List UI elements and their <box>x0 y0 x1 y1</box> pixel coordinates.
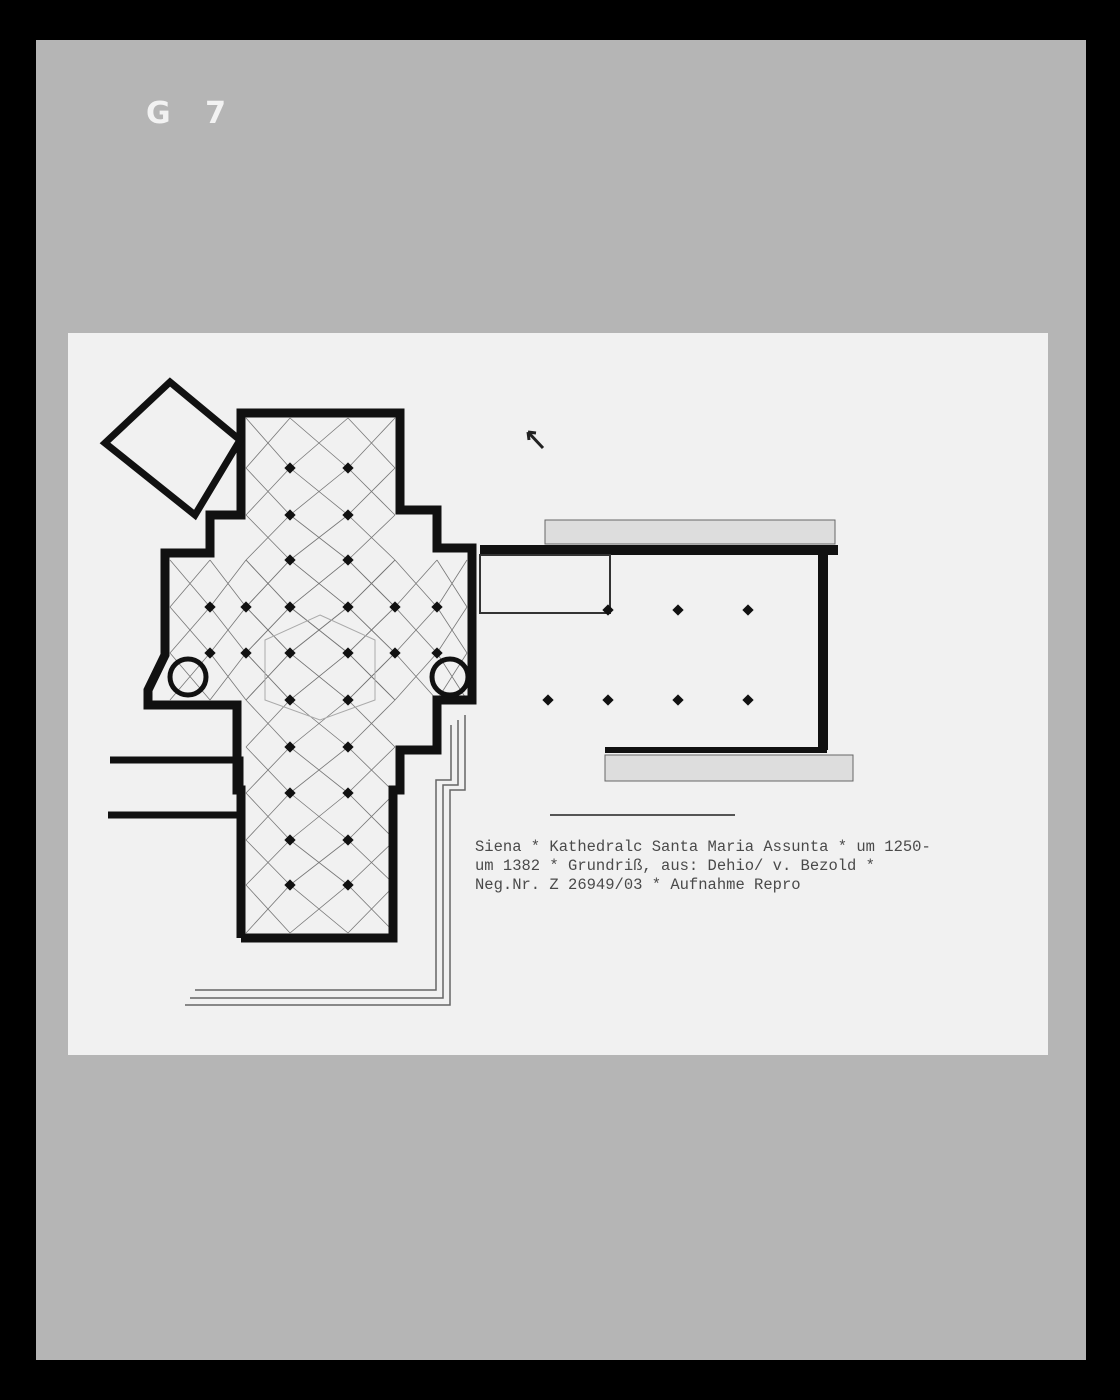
vault-rib <box>436 606 468 654</box>
vault-rib <box>209 559 247 608</box>
pier <box>389 647 401 659</box>
sacristy-walls <box>99 377 245 819</box>
pier <box>284 509 296 521</box>
vault-rib <box>289 417 349 469</box>
vault-rib <box>289 559 349 608</box>
vault-rib <box>347 606 396 654</box>
vault-rib <box>289 792 349 841</box>
pier <box>284 834 296 846</box>
pier <box>389 601 401 613</box>
pier <box>342 647 354 659</box>
board-label: G 7 <box>146 96 238 131</box>
vault-rib <box>209 606 247 654</box>
vault-rib <box>347 559 396 608</box>
pier <box>204 647 216 659</box>
vault-rib <box>245 792 291 841</box>
pier <box>742 604 754 616</box>
vault-rib <box>289 839 349 886</box>
pier <box>284 787 296 799</box>
pier <box>342 787 354 799</box>
new-cathedral-walls <box>479 519 854 782</box>
pier <box>240 647 252 659</box>
vault-rib <box>245 884 291 934</box>
stair-tower <box>167 656 209 698</box>
pier <box>342 462 354 474</box>
pier <box>602 604 614 616</box>
vault-rib <box>347 467 396 516</box>
vault-rib <box>169 559 211 608</box>
vault-rib <box>289 467 349 516</box>
vault-rib <box>394 606 438 654</box>
pier <box>542 694 554 706</box>
north-arrow-icon <box>526 430 545 450</box>
pier <box>284 741 296 753</box>
vault-rib <box>347 884 396 934</box>
pier <box>342 601 354 613</box>
steps <box>185 715 466 1006</box>
hexagonal-crossing <box>264 614 376 721</box>
vault-rib <box>289 746 349 794</box>
vault-rib <box>347 792 396 841</box>
pier <box>342 834 354 846</box>
vault-rib <box>347 839 396 886</box>
pier <box>204 601 216 613</box>
pier <box>342 741 354 753</box>
stair-tower <box>429 656 471 698</box>
pier <box>672 604 684 616</box>
pier <box>431 601 443 613</box>
vault-rib <box>245 652 291 701</box>
pier <box>284 601 296 613</box>
pier <box>742 694 754 706</box>
vault-rib <box>245 746 291 794</box>
vault-rib <box>394 559 438 608</box>
pier <box>284 462 296 474</box>
pier <box>284 879 296 891</box>
vault-rib <box>289 699 349 748</box>
pier <box>284 647 296 659</box>
vault-rib <box>394 652 438 701</box>
vault-rib <box>347 417 396 469</box>
vault-rib <box>245 514 291 561</box>
vault-rib <box>289 884 349 934</box>
pier <box>602 694 614 706</box>
caption: Siena * Kathedralc Santa Maria Assunta *… <box>475 838 931 895</box>
vault-rib <box>347 652 396 701</box>
caption-line: Siena * Kathedralc Santa Maria Assunta *… <box>475 838 931 856</box>
vault-rib <box>289 606 349 654</box>
pier <box>342 509 354 521</box>
vault-rib <box>245 839 291 886</box>
vault-rib <box>245 559 291 608</box>
pier <box>240 601 252 613</box>
vault-rib <box>245 606 291 654</box>
pier <box>431 647 443 659</box>
pier <box>672 694 684 706</box>
vault-rib <box>245 699 291 748</box>
pier <box>342 879 354 891</box>
vault-rib <box>347 699 396 748</box>
vault-rib <box>289 652 349 701</box>
pier <box>284 694 296 706</box>
cathedral-walls <box>143 408 477 943</box>
caption-line: um 1382 * Grundriß, aus: Dehio/ v. Bezol… <box>475 857 875 875</box>
vault-rib <box>245 417 291 469</box>
vault-rib <box>436 559 468 608</box>
pier <box>284 554 296 566</box>
vault-rib <box>245 467 291 516</box>
pier <box>342 554 354 566</box>
vault-rib <box>347 746 396 794</box>
caption-line: Neg.Nr. Z 26949/03 * Aufnahme Repro <box>475 876 801 894</box>
vault-rib <box>347 514 396 561</box>
vault-rib <box>169 606 211 654</box>
vault-rib <box>289 514 349 561</box>
vault-rib <box>209 652 247 701</box>
pier <box>342 694 354 706</box>
